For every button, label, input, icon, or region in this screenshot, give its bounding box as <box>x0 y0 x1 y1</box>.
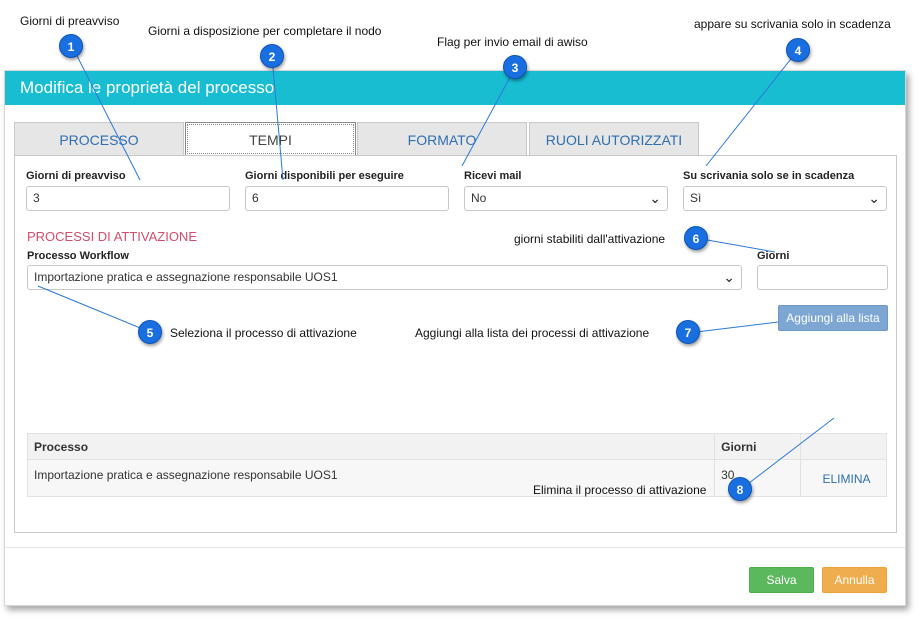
tempi-panel: Giorni di preavviso 3 Giorni disponibili… <box>14 155 897 533</box>
callout-badge-7: 7 <box>676 320 700 344</box>
table-row: Importazione pratica e assegnazione resp… <box>26 459 887 497</box>
giorni-label: Giorni <box>757 250 790 262</box>
callout-badge-4: 4 <box>786 38 810 62</box>
callout-7-text: Aggiungi alla lista dei processi di atti… <box>415 326 650 340</box>
callout-5-text: Seleziona il processo di attivazione <box>170 326 357 340</box>
tab-processo[interactable]: PROCESSO <box>14 122 184 156</box>
workflow-select[interactable]: Importazione pratica e assegnazione resp… <box>27 265 742 290</box>
footer-divider <box>5 547 905 548</box>
ricevi-mail-label: Ricevi mail <box>464 170 522 182</box>
preavviso-label: Giorni di preavviso <box>26 170 126 182</box>
workflow-value: Importazione pratica e assegnazione resp… <box>34 270 338 284</box>
chevron-down-icon: ⌄ <box>723 269 735 285</box>
callout-badge-1: 1 <box>59 34 83 58</box>
callout-badge-2: 2 <box>260 44 284 68</box>
tab-ruoli-autorizzati[interactable]: RUOLI AUTORIZZATI <box>529 122 699 156</box>
delete-link[interactable]: ELIMINA <box>822 472 871 486</box>
preavviso-input[interactable]: 3 <box>26 186 230 211</box>
scrivania-value: Sì <box>690 191 702 205</box>
callout-4-text: appare su scrivania solo in scadenza <box>694 17 891 31</box>
callout-badge-6: 6 <box>684 226 708 250</box>
giorni-input[interactable] <box>757 265 888 290</box>
attivazione-section-title: PROCESSI DI ATTIVAZIONE <box>27 229 197 244</box>
callout-badge-8: 8 <box>728 477 752 501</box>
add-to-list-button[interactable]: Aggiungi alla lista <box>778 305 888 331</box>
callout-1-text: Giorni di preavviso <box>20 14 120 28</box>
column-header-action <box>800 433 887 460</box>
cell-action: ELIMINA <box>800 459 887 497</box>
tab-formato[interactable]: FORMATO <box>357 122 527 156</box>
workflow-label: Processo Workflow <box>27 250 129 262</box>
cancel-button[interactable]: Annulla <box>822 567 887 593</box>
chevron-down-icon: ⌄ <box>649 190 661 206</box>
chevron-down-icon: ⌄ <box>868 190 880 206</box>
ricevi-mail-select[interactable]: No ⌄ <box>464 186 668 211</box>
callout-2-text: Giorni a disposizione per completare il … <box>148 24 382 38</box>
attivazione-table: Processo Giorni Importazione pratica e a… <box>26 433 887 497</box>
callout-3-text: Flag per invio email di awiso <box>437 35 588 49</box>
scrivania-label: Su scrivania solo se in scadenza <box>683 170 855 182</box>
disponibili-label: Giorni disponibili per eseguire <box>245 170 404 182</box>
callout-badge-5: 5 <box>138 320 162 344</box>
ricevi-mail-value: No <box>471 191 487 205</box>
callout-6-text: giorni stabiliti dall'attivazione <box>514 232 666 246</box>
column-header-giorni: Giorni <box>714 433 802 460</box>
cell-processo: Importazione pratica e assegnazione resp… <box>26 459 716 497</box>
scrivania-select[interactable]: Sì ⌄ <box>683 186 887 211</box>
tab-tempi[interactable]: TEMPI <box>185 122 356 156</box>
callout-badge-3: 3 <box>503 55 527 79</box>
column-header-processo: Processo <box>26 433 716 460</box>
callout-8-text: Elimina il processo di attivazione <box>533 483 707 497</box>
disponibili-input[interactable]: 6 <box>245 186 449 211</box>
dialog-title: Modifica le proprietà del processo <box>5 71 905 105</box>
save-button[interactable]: Salva <box>749 567 814 593</box>
